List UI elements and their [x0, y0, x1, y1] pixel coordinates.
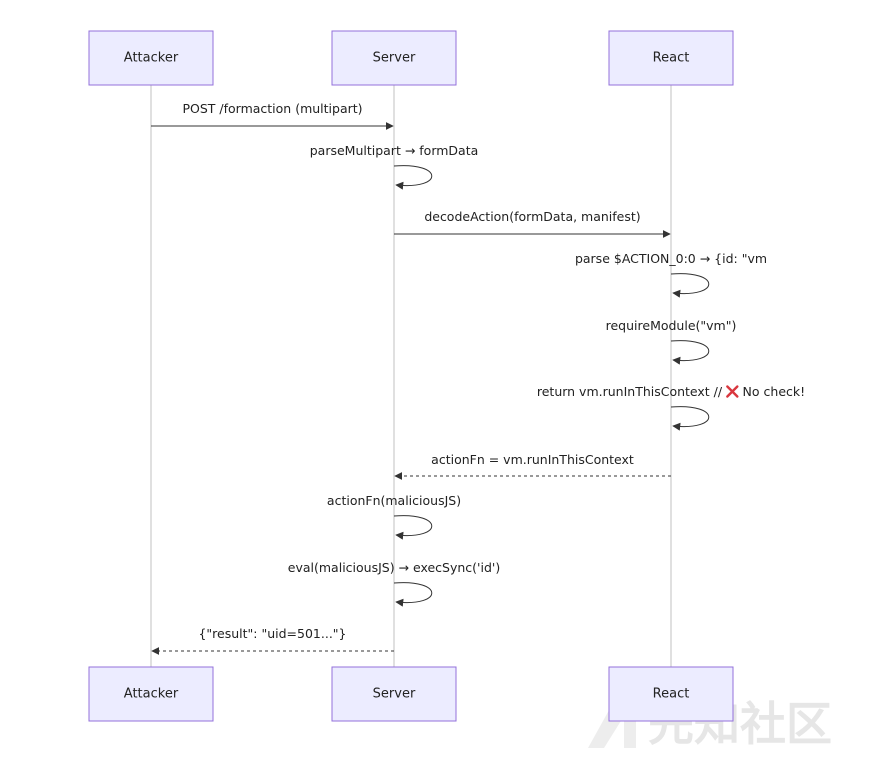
- watermark: 先知社区: [588, 694, 832, 751]
- actor-attacker-bottom: Attacker: [88, 666, 214, 722]
- actor-react-top: React: [608, 30, 734, 86]
- message-label: parseMultipart → formData: [310, 143, 479, 158]
- actor-label: React: [653, 687, 690, 702]
- message-label-suffix: No check!: [739, 384, 806, 399]
- actor-box: [88, 30, 214, 86]
- message-label: eval(maliciousJS) → execSync('id'): [288, 560, 500, 575]
- actor-box: [331, 30, 457, 86]
- message-9: eval(maliciousJS) → execSync('id'): [288, 560, 500, 607]
- actor-label: Attacker: [124, 51, 179, 66]
- self-message-arrow: [670, 273, 710, 298]
- message-label: POST /formaction (multipart): [182, 101, 362, 116]
- actors-bottom: Attacker Server React: [88, 666, 734, 722]
- message-7: actionFn = vm.runInThisContext: [394, 452, 671, 480]
- message-6: return vm.runInThisContext // No check!: [537, 384, 805, 431]
- message-label: parse $ACTION_0:0 → {id: "vm: [575, 251, 767, 266]
- message-label: decodeAction(formData, manifest): [424, 209, 640, 224]
- actor-label: Attacker: [124, 687, 179, 702]
- self-message-arrow: [393, 515, 433, 540]
- lifelines: [150, 85, 672, 667]
- actor-label: React: [653, 51, 690, 66]
- message-5: requireModule("vm"): [606, 318, 737, 365]
- message-2: parseMultipart → formData: [310, 143, 479, 190]
- cross-icon: [726, 385, 739, 398]
- actor-box: [331, 666, 457, 722]
- self-message-arrow: [393, 582, 433, 607]
- message-label: {"result": "uid=501..."}: [198, 626, 346, 641]
- message-label: requireModule("vm"): [606, 318, 737, 333]
- self-message-arrow: [670, 406, 710, 431]
- messages: POST /formaction (multipart) parseMultipa…: [151, 101, 805, 655]
- message-3: decodeAction(formData, manifest): [394, 209, 671, 238]
- actor-react-bottom: React: [608, 666, 734, 722]
- actor-label: Server: [373, 51, 416, 66]
- message-8: actionFn(maliciousJS): [327, 493, 461, 540]
- actor-server-top: Server: [331, 30, 457, 86]
- message-label: actionFn(maliciousJS): [327, 493, 461, 508]
- self-message-arrow: [670, 340, 710, 365]
- actor-label: Server: [373, 687, 416, 702]
- message-1: POST /formaction (multipart): [151, 101, 394, 130]
- actor-box: [608, 30, 734, 86]
- actor-box: [608, 666, 734, 722]
- message-label: return vm.runInThisContext // No check!: [537, 384, 805, 399]
- message-4: parse $ACTION_0:0 → {id: "vm: [575, 251, 767, 298]
- actor-box: [88, 666, 214, 722]
- actor-server-bottom: Server: [331, 666, 457, 722]
- message-label: actionFn = vm.runInThisContext: [431, 452, 634, 467]
- message-10: {"result": "uid=501..."}: [151, 626, 394, 655]
- self-message-arrow: [393, 165, 433, 190]
- actor-attacker-top: Attacker: [88, 30, 214, 86]
- message-label-text: return vm.runInThisContext //: [537, 384, 726, 399]
- actors-top: Attacker Server React: [88, 30, 734, 86]
